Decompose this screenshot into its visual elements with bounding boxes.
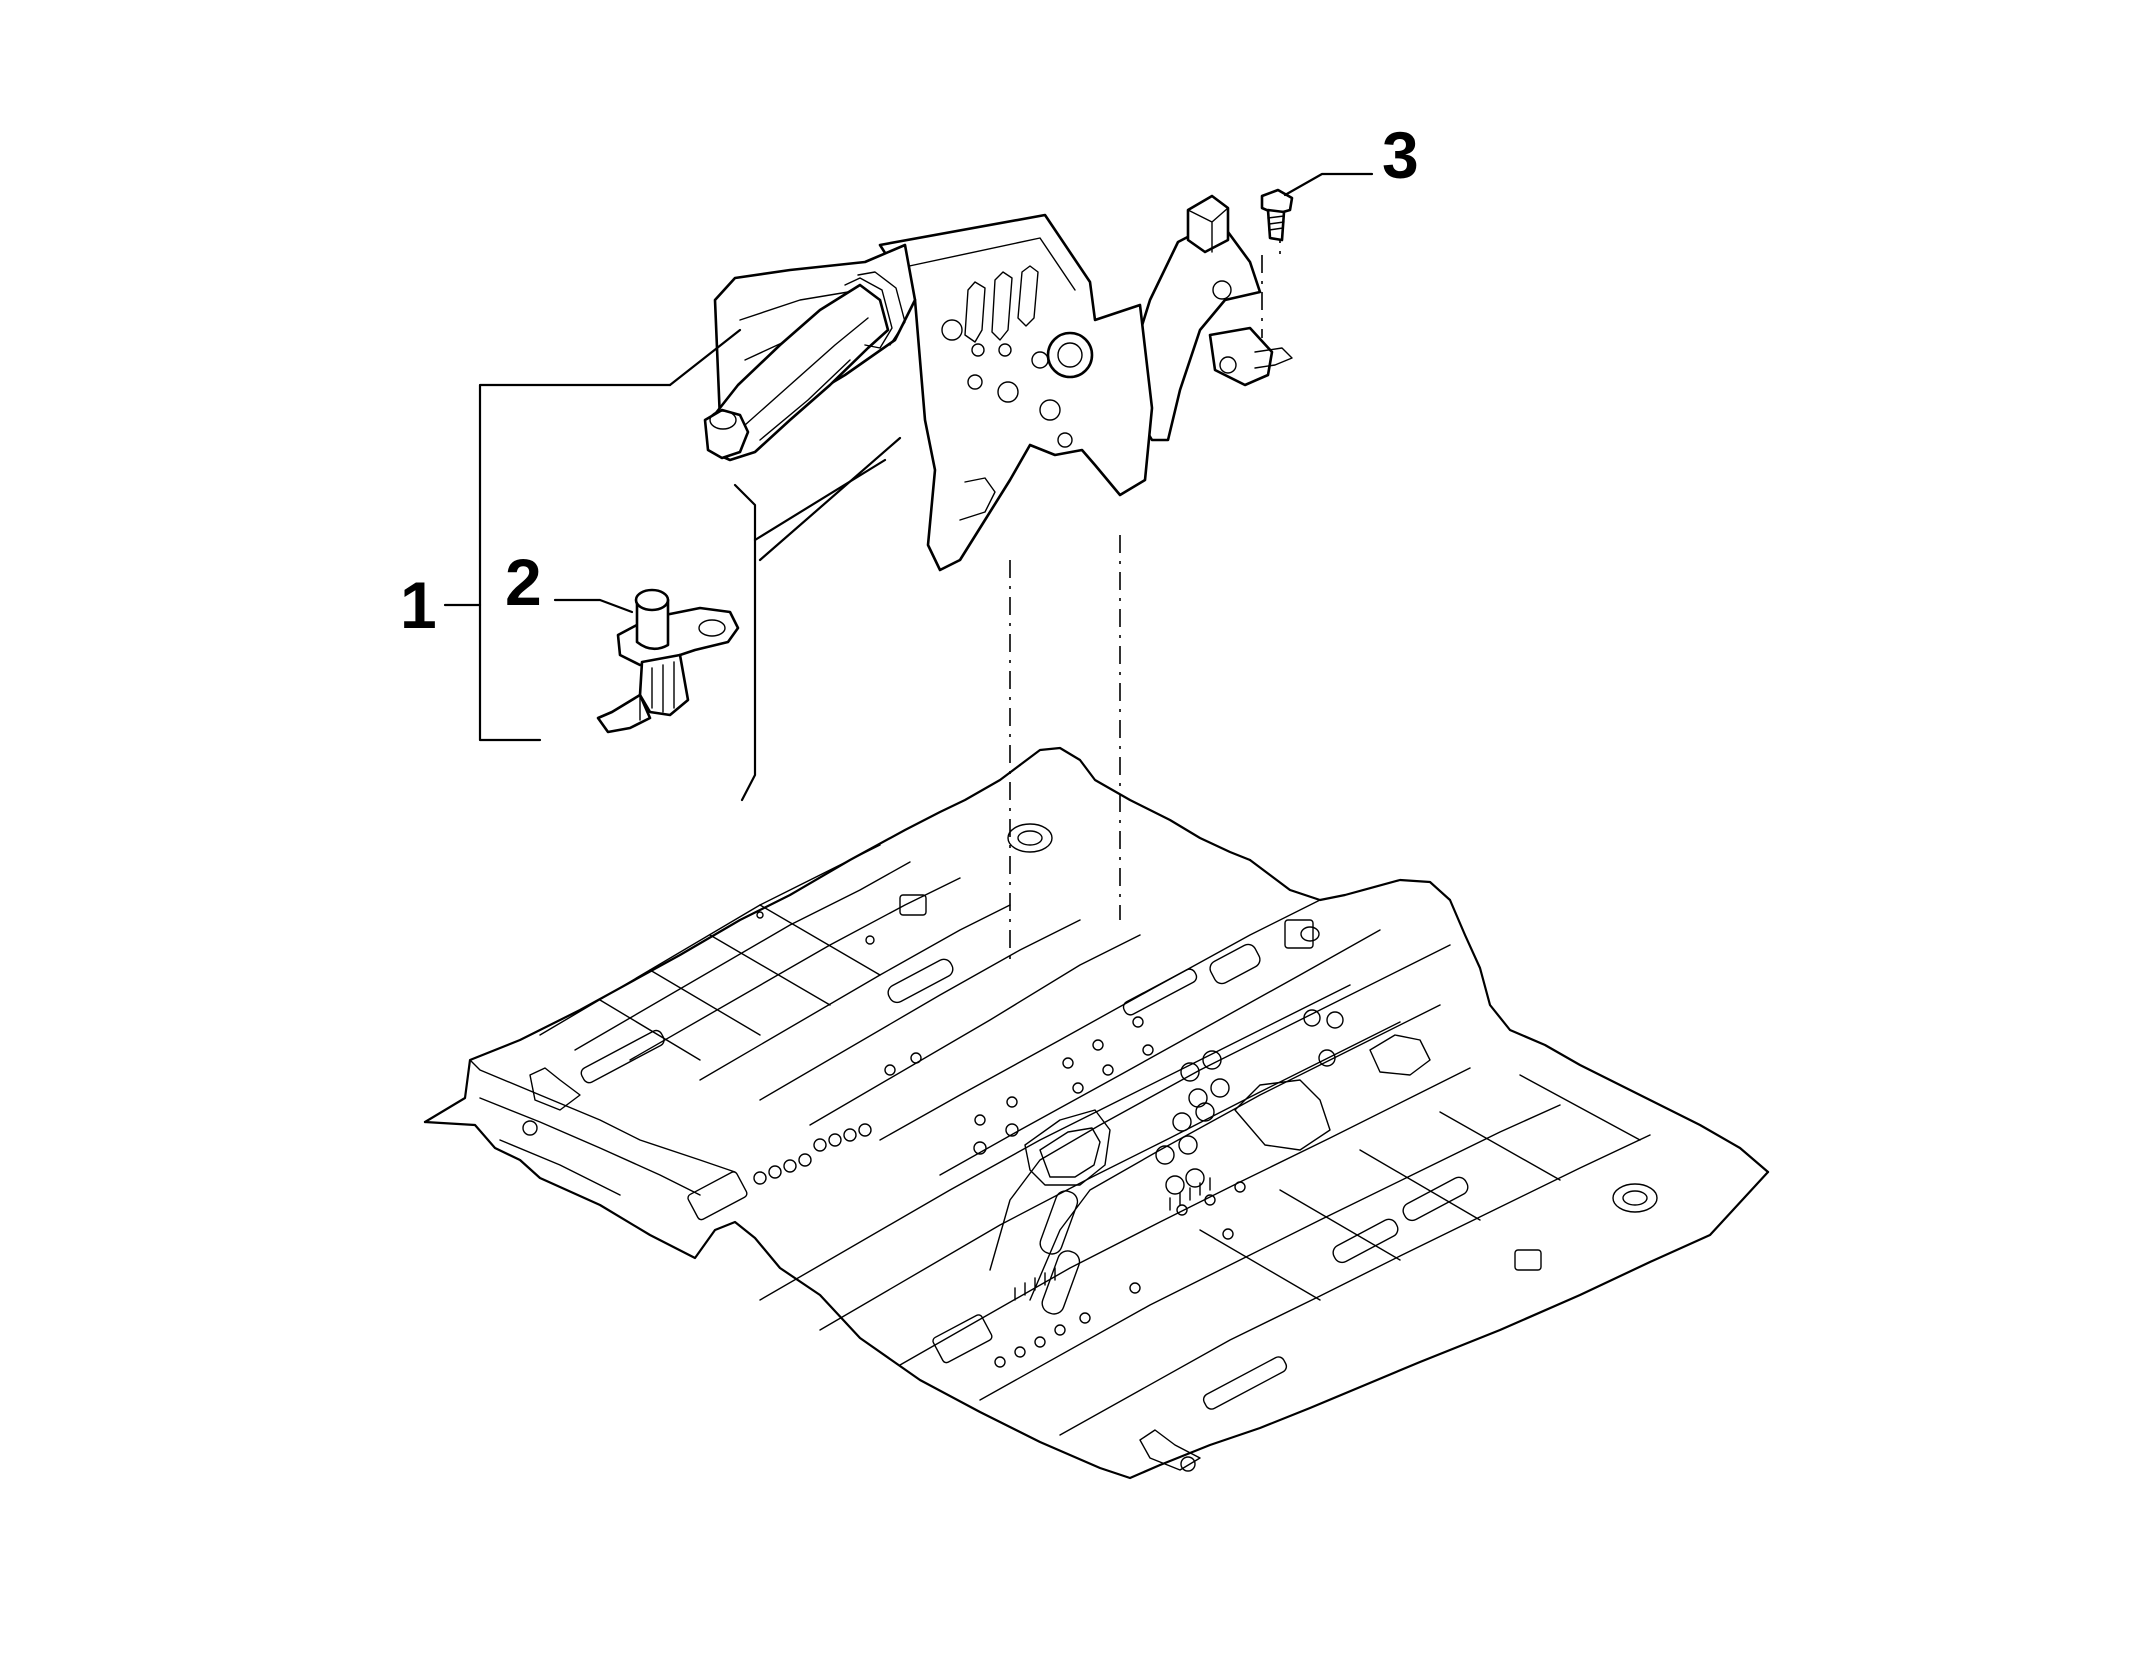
switch-part bbox=[596, 588, 740, 734]
handbrake-lever-assembly bbox=[703, 194, 1293, 572]
callout-labels: 1 2 3 bbox=[400, 118, 1419, 642]
floor-pan bbox=[423, 746, 1770, 1480]
callout-3: 3 bbox=[1382, 118, 1419, 192]
callout-2: 2 bbox=[505, 545, 542, 619]
callout-leaders bbox=[443, 172, 1374, 802]
callout-1: 1 bbox=[400, 568, 437, 642]
bolt-part bbox=[1260, 188, 1294, 242]
